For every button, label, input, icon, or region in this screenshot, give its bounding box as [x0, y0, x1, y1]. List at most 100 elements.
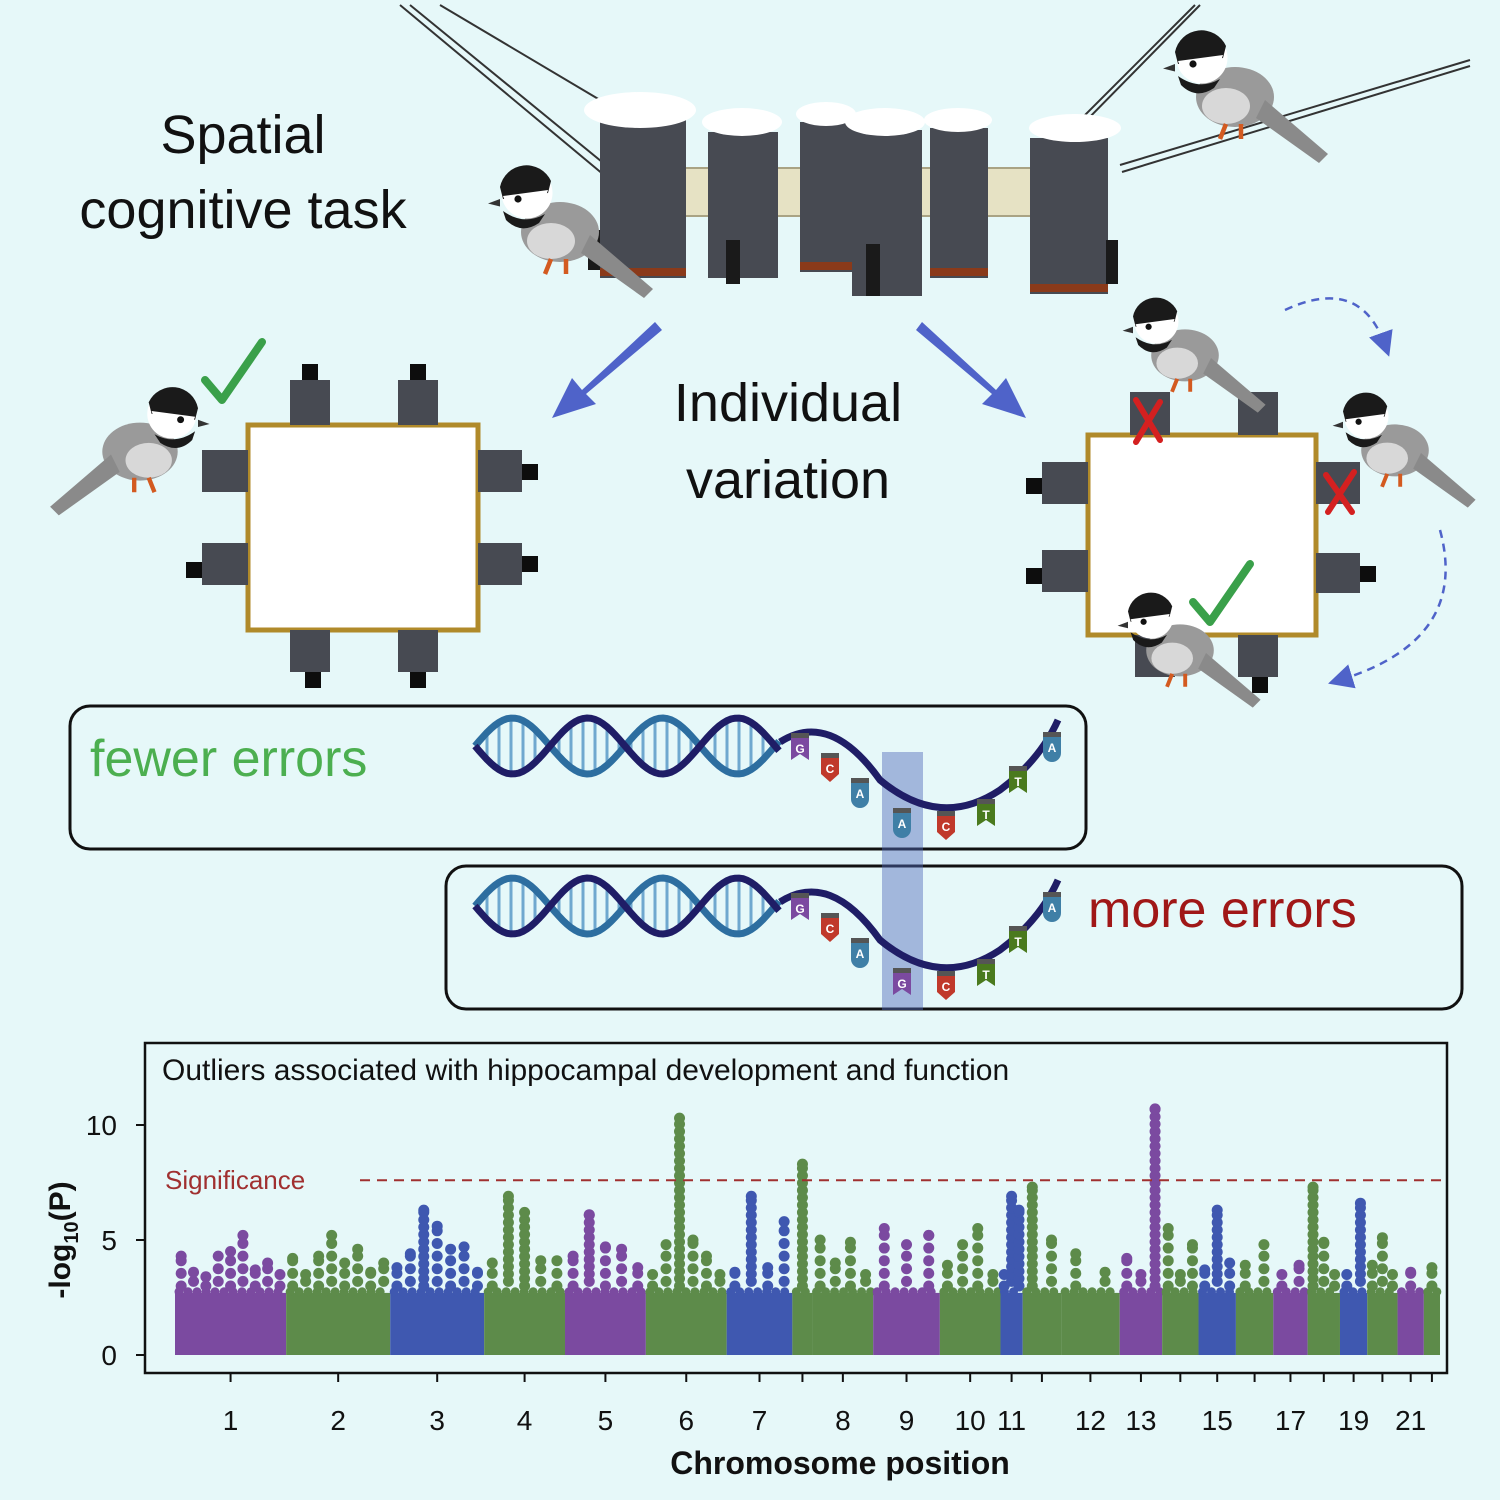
- x-tick-label: 5: [598, 1405, 614, 1436]
- dna-backbone-b: [472, 874, 782, 938]
- title-line2: cognitive task: [79, 180, 407, 240]
- point: [391, 1280, 403, 1292]
- base-letter: G: [795, 902, 804, 916]
- point: [1397, 1287, 1407, 1297]
- point: [567, 1267, 579, 1279]
- point: [599, 1241, 611, 1253]
- cross-icon: [1133, 397, 1163, 445]
- point: [780, 1287, 790, 1297]
- point: [175, 1280, 187, 1292]
- point: [1376, 1263, 1388, 1275]
- dense-points: [812, 1292, 874, 1355]
- point: [1211, 1204, 1223, 1216]
- base-tag: [937, 816, 955, 840]
- point: [237, 1229, 249, 1241]
- y-tick-label: 5: [101, 1225, 117, 1256]
- base-letter: G: [795, 742, 804, 756]
- point: [632, 1280, 644, 1292]
- point: [616, 1243, 628, 1255]
- point: [431, 1275, 443, 1287]
- dense-points: [1367, 1292, 1398, 1355]
- point: [431, 1263, 443, 1275]
- chromosome-11: [998, 1190, 1025, 1355]
- base-letter: T: [982, 968, 990, 982]
- point: [1162, 1242, 1174, 1254]
- dense-points: [390, 1292, 485, 1355]
- point: [1376, 1232, 1388, 1244]
- point: [262, 1257, 274, 1269]
- point: [1318, 1250, 1330, 1262]
- point: [1099, 1266, 1111, 1278]
- point: [700, 1280, 712, 1292]
- point: [551, 1280, 563, 1292]
- point: [1318, 1236, 1330, 1248]
- point: [528, 1287, 538, 1297]
- point: [1366, 1280, 1378, 1292]
- point: [212, 1263, 224, 1275]
- point: [1293, 1275, 1305, 1287]
- point: [1357, 1287, 1367, 1297]
- point: [431, 1220, 443, 1232]
- point: [1162, 1280, 1174, 1292]
- point: [175, 1267, 187, 1279]
- point: [814, 1267, 826, 1279]
- point: [1105, 1287, 1115, 1297]
- base-letter: A: [856, 947, 865, 961]
- base-stem: [1043, 892, 1061, 897]
- point: [1174, 1269, 1186, 1280]
- point: [923, 1242, 935, 1254]
- point: [175, 1250, 187, 1262]
- base-tag: [1043, 897, 1061, 922]
- point: [200, 1271, 212, 1283]
- path-arrows: [1284, 297, 1447, 689]
- point: [923, 1255, 935, 1267]
- chromosome-seg23: [1423, 1262, 1442, 1355]
- point: [1258, 1275, 1270, 1287]
- point: [618, 1287, 628, 1297]
- point: [844, 1267, 856, 1279]
- point: [616, 1263, 628, 1275]
- base-letter: T: [1014, 935, 1022, 949]
- point: [1318, 1275, 1330, 1287]
- point: [330, 1287, 340, 1297]
- point: [1316, 1287, 1326, 1297]
- point: [225, 1267, 237, 1279]
- point: [901, 1239, 913, 1251]
- point: [287, 1267, 299, 1279]
- base-stem: [791, 893, 809, 898]
- chromosome-4: [483, 1190, 566, 1355]
- point: [1387, 1269, 1399, 1280]
- point: [365, 1280, 377, 1292]
- split-arrows: [552, 322, 1026, 418]
- base-tag: [937, 976, 955, 1000]
- point: [687, 1250, 699, 1262]
- base-stem: [977, 799, 995, 804]
- manhattan-plot: Outliers associated with hippocampal dev…: [44, 1041, 1449, 1481]
- point: [984, 1287, 994, 1297]
- point: [391, 1262, 403, 1274]
- point: [1199, 1264, 1211, 1276]
- point: [700, 1267, 712, 1279]
- point: [183, 1287, 193, 1297]
- point: [1329, 1269, 1341, 1280]
- point: [901, 1275, 913, 1287]
- point: [1415, 1287, 1425, 1297]
- point: [339, 1257, 351, 1269]
- base-tag: [821, 918, 839, 942]
- base-letter: T: [982, 808, 990, 822]
- point: [878, 1280, 890, 1292]
- x-tick-label: 3: [429, 1405, 445, 1436]
- point: [1258, 1239, 1270, 1251]
- check-icon: [1189, 560, 1254, 626]
- point: [365, 1266, 377, 1278]
- chromosome-1: [174, 1229, 287, 1355]
- chromosome-7: [726, 1190, 793, 1355]
- point: [445, 1267, 457, 1279]
- point: [829, 1275, 841, 1287]
- point: [957, 1287, 967, 1297]
- point: [210, 1287, 220, 1297]
- base-letter: T: [1014, 775, 1022, 789]
- point: [687, 1263, 699, 1275]
